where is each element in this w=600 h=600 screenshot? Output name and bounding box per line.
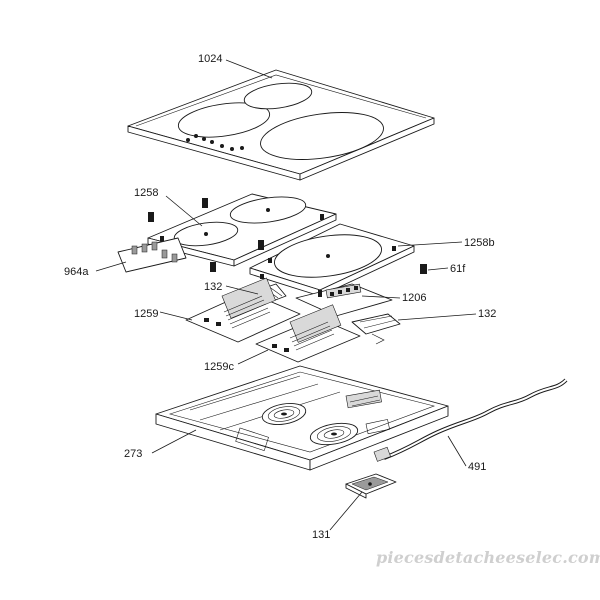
label-cable-clamp: 131: [312, 529, 330, 541]
touch-control-dots: [186, 134, 244, 151]
label-connector-right: 132: [478, 308, 496, 320]
label-base-tray: 273: [124, 448, 142, 460]
label-power-cord: 491: [468, 461, 486, 473]
watermark-text: piecesdetachees­elec.com: [376, 548, 600, 567]
glass-top-part[interactable]: [127, 69, 435, 181]
part-labels: 1024 1258 1258b 964a 61f 132 132 1206 12…: [64, 53, 496, 541]
induction-coil-front: [309, 422, 359, 446]
small-heater-plate-part[interactable]: [147, 193, 337, 267]
cable-clamp-part[interactable]: [345, 473, 397, 499]
terminal-block-part[interactable]: [295, 283, 393, 317]
control-board-part[interactable]: [117, 237, 187, 273]
label-connector-left: 132: [204, 281, 222, 293]
label-spacer: 61f: [450, 263, 466, 275]
connector-right-part[interactable]: [351, 313, 401, 345]
label-power-board-front: 1259: [134, 308, 158, 320]
spacer-blocks: [148, 198, 427, 274]
heatsink-fins-rear: [289, 321, 335, 351]
power-cord-part[interactable]: [373, 378, 568, 462]
base-tray-part[interactable]: [155, 365, 449, 471]
label-power-board-rear: 1259c: [204, 361, 234, 373]
heatsink-fins-front: [223, 295, 271, 329]
label-control-board: 964a: [64, 266, 89, 278]
label-small-heater-plate: 1258: [134, 187, 158, 199]
induction-coil-rear: [261, 402, 307, 426]
label-terminal-block: 1206: [402, 292, 426, 304]
power-board-front-part[interactable]: [185, 277, 301, 343]
label-large-heater-plate: 1258b: [464, 237, 495, 249]
power-board-rear-part[interactable]: [255, 304, 361, 363]
leader-lines: [95, 59, 477, 531]
label-glass-top: 1024: [198, 53, 222, 65]
large-heater-plate-part[interactable]: [249, 223, 415, 297]
